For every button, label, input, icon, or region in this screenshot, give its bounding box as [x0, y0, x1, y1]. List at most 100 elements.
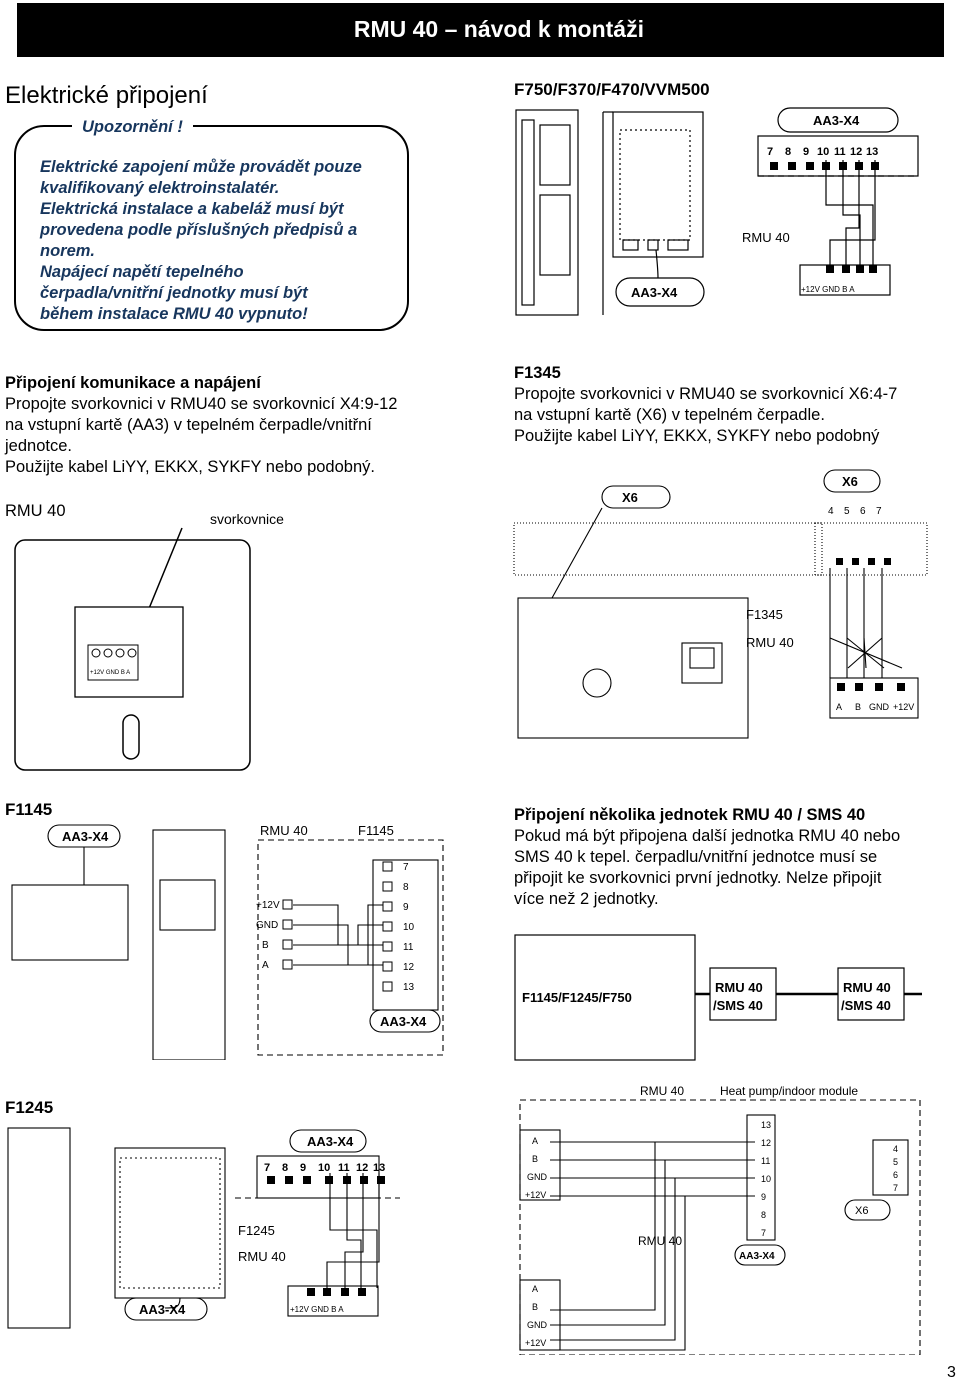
svg-text:A: A: [532, 1284, 538, 1294]
svg-text:8: 8: [785, 146, 791, 158]
svg-text:F1345: F1345: [746, 607, 783, 622]
svg-text:12: 12: [850, 146, 862, 158]
header-bar: RMU 40 – návod k montáži: [17, 3, 944, 57]
svg-text:13: 13: [373, 1162, 385, 1174]
svg-text:RMU 40: RMU 40: [746, 635, 794, 650]
svg-text:RMU 40: RMU 40: [638, 1234, 682, 1248]
svg-text:12: 12: [403, 962, 415, 973]
f1145-wiring-diagram: AA3-X4 RMU 40 F1145 +12V GND B A 7 8 9 1…: [11, 823, 444, 1060]
svg-text:9: 9: [403, 902, 409, 913]
rmu-figure-label: RMU 40: [5, 502, 66, 520]
f750-wiring-diagram: AA3-X4 AA3-X4 7 8 9 10 11 12 13 RMU 40 +…: [515, 107, 919, 316]
f1345-section: F1345 Propojte svorkovnici v RMU40 se sv…: [514, 364, 898, 445]
svg-text:12: 12: [761, 1138, 771, 1148]
svg-text:13: 13: [761, 1120, 771, 1130]
svg-text:13: 13: [403, 982, 415, 993]
warning-text: Elektrické zapojení může provádět pouze …: [40, 158, 362, 323]
document-title: RMU 40 – návod k montáži: [353, 16, 644, 42]
svg-text:11: 11: [403, 942, 414, 953]
svg-text:AA3-X4: AA3-X4: [139, 1302, 186, 1317]
svg-text:AA3-X4: AA3-X4: [739, 1251, 775, 1262]
svg-text:+12V: +12V: [525, 1338, 546, 1348]
svg-text:RMU 40: RMU 40: [238, 1249, 286, 1264]
svg-text:RMU 40: RMU 40: [640, 1084, 684, 1098]
svg-text:7: 7: [264, 1162, 270, 1174]
svg-text:6: 6: [860, 506, 866, 517]
svg-text:8: 8: [403, 882, 409, 893]
svg-text:9: 9: [761, 1192, 766, 1202]
svg-text:F1145/F1245/F750: F1145/F1245/F750: [522, 990, 632, 1005]
svg-text:X6: X6: [855, 1205, 868, 1217]
warning-box: [14, 125, 409, 331]
svg-text:10: 10: [817, 146, 829, 158]
f1245-wiring-diagram: AA3-X4 AA3-X4 7 8 9 10 11 12 13 F1245 RM…: [7, 1127, 400, 1329]
multi-wiring-diagram: RMU 40 Heat pump/indoor module RMU 40 A …: [519, 1084, 921, 1355]
svg-text:+12V GND B A: +12V GND B A: [90, 670, 130, 676]
page-number: 3: [947, 1364, 956, 1381]
svg-text:+12V: +12V: [525, 1190, 546, 1200]
svg-text:GND: GND: [256, 920, 278, 931]
f1345-wiring-diagram: X6 X6 4 5 6 7 F1345 RMU 40 A B GND +12V: [513, 469, 928, 739]
svg-text:+12V: +12V: [893, 702, 914, 712]
warning-label: Upozornění !: [72, 118, 193, 137]
svg-text:GND: GND: [869, 702, 890, 712]
section-title: Elektrické připojení: [5, 82, 208, 109]
svg-text:A: A: [836, 702, 842, 712]
svg-text:5: 5: [844, 506, 850, 517]
svg-text:B: B: [532, 1154, 538, 1164]
svg-text:B: B: [855, 702, 861, 712]
svg-text:A: A: [262, 960, 269, 971]
svg-text:+12V GND B A: +12V GND B A: [290, 1305, 344, 1314]
model-label: F750/F370/F470/VVM500: [514, 80, 710, 99]
svg-text:+12V GND B A: +12V GND B A: [801, 285, 855, 294]
svg-text:11: 11: [338, 1162, 350, 1174]
svg-text:+12V: +12V: [256, 900, 280, 911]
svg-text:RMU 40: RMU 40: [715, 980, 763, 995]
svg-text:GND: GND: [527, 1172, 548, 1182]
svg-text:AA3-X4: AA3-X4: [631, 285, 678, 300]
svg-text:RMU 40: RMU 40: [843, 980, 891, 995]
svg-text:7: 7: [403, 862, 409, 873]
svg-text:9: 9: [803, 146, 809, 158]
svg-text:13: 13: [866, 146, 878, 158]
svg-text:10: 10: [403, 922, 415, 933]
f1145-label: F1145: [5, 800, 53, 819]
svg-text:RMU 40: RMU 40: [260, 823, 308, 838]
svg-text:10: 10: [318, 1162, 330, 1174]
svg-text:8: 8: [282, 1162, 288, 1174]
svg-text:GND: GND: [527, 1320, 548, 1330]
svg-text:A: A: [532, 1136, 538, 1146]
svg-text:9: 9: [300, 1162, 306, 1174]
svg-text:/SMS 40: /SMS 40: [713, 998, 763, 1013]
svg-text:11: 11: [761, 1156, 770, 1166]
svg-text:AA3-X4: AA3-X4: [380, 1014, 427, 1029]
svg-text:RMU 40: RMU 40: [742, 230, 790, 245]
svg-text:AA3-X4: AA3-X4: [813, 113, 860, 128]
svg-text:8: 8: [761, 1210, 766, 1220]
svg-text:10: 10: [761, 1174, 771, 1184]
rmu40-device-figure: +12V GND B A: [14, 527, 251, 771]
svg-text:F1245: F1245: [238, 1223, 275, 1238]
svg-text:5: 5: [893, 1157, 898, 1167]
svg-text:X6: X6: [842, 474, 858, 489]
svg-text:X6: X6: [622, 490, 638, 505]
svg-text:AA3-X4: AA3-X4: [307, 1134, 354, 1149]
svg-text:/SMS 40: /SMS 40: [841, 998, 891, 1013]
svg-text:F1145: F1145: [358, 823, 394, 838]
svg-text:7: 7: [761, 1228, 766, 1238]
svg-text:Heat pump/indoor module: Heat pump/indoor module: [720, 1084, 858, 1098]
svg-text:7: 7: [876, 506, 882, 517]
comm-section: Připojení komunikace a napájení Propojte…: [5, 374, 398, 476]
f1245-label: F1245: [5, 1098, 54, 1117]
svg-text:7: 7: [767, 146, 773, 158]
svg-text:AA3-X4: AA3-X4: [62, 829, 109, 844]
svg-text:B: B: [262, 940, 269, 951]
svg-text:B: B: [532, 1302, 538, 1312]
svg-text:4: 4: [893, 1144, 898, 1154]
svg-text:12: 12: [356, 1162, 368, 1174]
svg-text:11: 11: [834, 146, 846, 158]
svg-text:6: 6: [893, 1170, 898, 1180]
svg-text:4: 4: [828, 506, 834, 517]
multi-section: Připojení několika jednotek RMU 40 / SMS…: [514, 806, 901, 908]
svg-text:7: 7: [893, 1183, 898, 1193]
